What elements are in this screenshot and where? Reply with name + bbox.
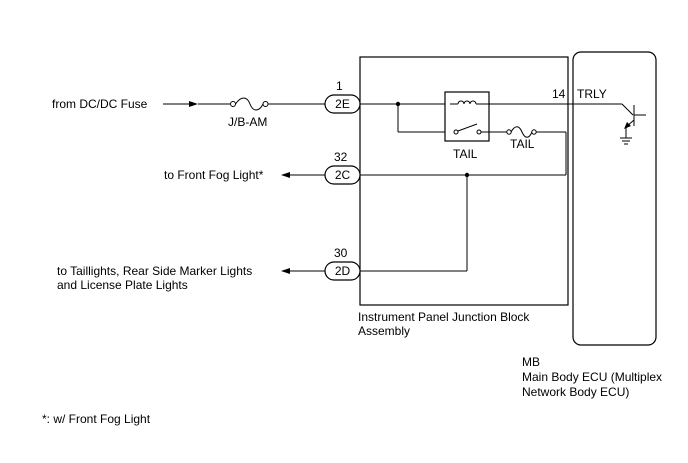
label-ecu-code: MB (522, 355, 540, 369)
pin-2e: 1 (336, 79, 343, 93)
ground-icon (620, 137, 632, 145)
label-ecu-2: Network Body ECU) (522, 385, 629, 399)
footnote: *: w/ Front Fog Light (42, 412, 151, 426)
code-2c: 2C (335, 168, 351, 182)
code-2e: 2E (335, 97, 350, 111)
label-jb-1: Instrument Panel Junction Block (358, 310, 530, 324)
fuse-tail-icon (506, 126, 537, 138)
ecu-box (572, 51, 657, 346)
label-fuse-tail: TAIL (510, 137, 535, 151)
pin-2c: 32 (334, 150, 348, 164)
label-pin-14: 14 (552, 87, 566, 101)
tail-relay (444, 91, 490, 142)
input-arrow-head (189, 101, 198, 107)
label-trly: TRLY (577, 87, 607, 101)
junction-block-box (359, 56, 569, 306)
label-fuse-jb-am: J/B-AM (228, 115, 267, 129)
label-from-fuse: from DC/DC Fuse (52, 97, 148, 111)
arrow-to-fog (281, 172, 290, 178)
label-to-tail-2: and License Plate Lights (57, 278, 188, 292)
code-2d: 2D (335, 264, 351, 278)
arrow-to-tail (281, 268, 290, 274)
pin-2d: 30 (334, 246, 348, 260)
label-relay-tail: TAIL (453, 147, 478, 161)
transistor-icon (621, 103, 646, 138)
label-ecu-1: Main Body ECU (Multiplex (522, 370, 662, 384)
label-to-fog: to Front Fog Light* (164, 168, 264, 182)
label-jb-2: Assembly (358, 324, 410, 338)
label-to-tail-1: to Taillights, Rear Side Marker Lights (57, 264, 252, 278)
fuse-jb-am-icon (230, 97, 269, 111)
